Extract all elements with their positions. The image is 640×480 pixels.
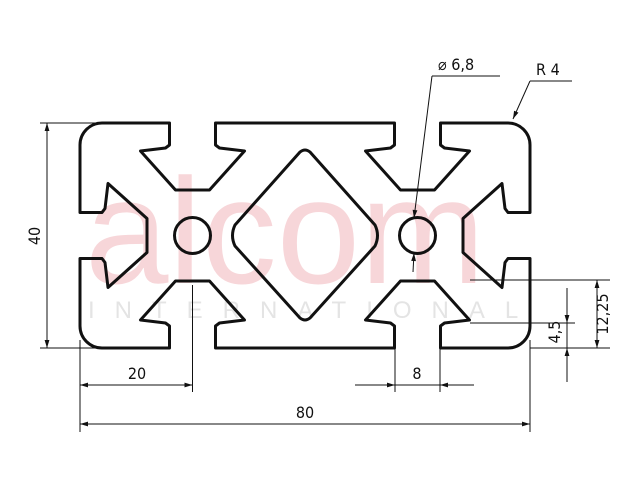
label-lip-depth: 4,5 <box>545 321 564 344</box>
watermark: alcom INTERNATIONAL <box>85 147 518 324</box>
watermark-brand: alcom <box>85 147 485 315</box>
label-half-width: 20 <box>128 364 146 383</box>
label-slot-width: 8 <box>412 364 421 383</box>
core-hole-left <box>173 216 212 255</box>
label-width: 80 <box>296 403 314 422</box>
profile-outline <box>78 121 532 350</box>
leader-corner-radius <box>512 80 531 120</box>
label-slot-offset: 12,25 <box>593 293 612 334</box>
dimension-lines <box>40 75 610 432</box>
core-hole-right <box>398 216 437 255</box>
dimension-labels: 40 20 80 8 ⌀ 6,8 R 4 12,25 4,5 <box>25 55 612 422</box>
label-corner-radius: R 4 <box>536 60 560 79</box>
profile-section <box>78 121 532 350</box>
label-hole-diameter: ⌀ 6,8 <box>438 55 474 74</box>
leader-hole-diameter <box>412 75 433 219</box>
label-height: 40 <box>25 227 44 245</box>
center-cavity <box>231 148 379 322</box>
